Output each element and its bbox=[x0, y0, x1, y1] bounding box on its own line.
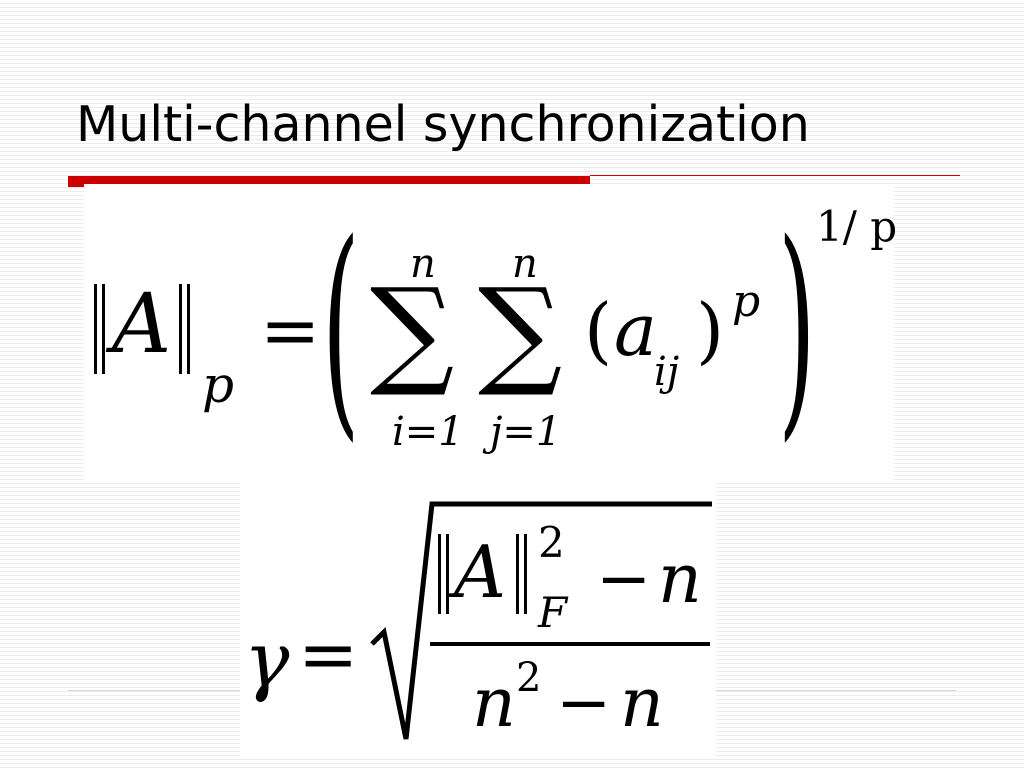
term-power: p bbox=[732, 276, 761, 327]
slide-title: Multi-channel synchronization bbox=[76, 96, 810, 153]
num-norm-symbol: A bbox=[454, 530, 506, 614]
sum-i-lower-limit: i=1 bbox=[392, 409, 464, 455]
big-paren-open: ( bbox=[322, 195, 360, 462]
sum-i-symbol: ∑ bbox=[370, 262, 455, 400]
num-norm-subscript: F bbox=[538, 588, 568, 637]
sum-i-upper-limit: n bbox=[410, 241, 436, 287]
num-norm-power: 2 bbox=[538, 518, 565, 567]
outer-power: 1/ p bbox=[816, 202, 898, 251]
norm-bar-right-2 bbox=[187, 284, 190, 374]
gamma-equals-sign: = bbox=[298, 612, 359, 696]
den-n: n bbox=[472, 664, 516, 743]
title-underline-thin bbox=[590, 175, 960, 176]
equals-sign: = bbox=[260, 288, 321, 372]
norm-bar-left-1 bbox=[94, 284, 97, 374]
sum-j-symbol: ∑ bbox=[478, 262, 563, 400]
num-norm-bar-right-2 bbox=[524, 534, 527, 614]
norm-bar-right-1 bbox=[179, 284, 182, 374]
title-underline-accent bbox=[68, 176, 590, 187]
term-base: a bbox=[614, 288, 657, 372]
term-subscript: ij bbox=[654, 349, 680, 395]
norm-subscript: p bbox=[202, 356, 235, 414]
norm-bar-left-2 bbox=[102, 284, 105, 374]
gamma-symbol: γ bbox=[244, 615, 290, 704]
den-n2: n bbox=[620, 664, 664, 743]
num-norm-bar-right-1 bbox=[516, 534, 519, 614]
num-norm-bar-left-1 bbox=[438, 534, 441, 614]
num-minus: − bbox=[596, 540, 652, 617]
big-paren-close: ) bbox=[778, 195, 816, 462]
sum-j-lower-limit: j=1 bbox=[490, 409, 562, 455]
equation-p-norm: A p = ( n ∑ i=1 n ∑ j=1 ( a ij ) p ) 1/ … bbox=[84, 184, 898, 480]
den-power: 2 bbox=[516, 655, 542, 701]
num-norm-bar-left-2 bbox=[446, 534, 449, 614]
sum-j-upper-limit: n bbox=[512, 241, 538, 287]
num-n: n bbox=[658, 540, 702, 619]
equation-gamma: γ = A 2 F − n n 2 − n bbox=[240, 482, 716, 758]
term-paren-open: ( bbox=[584, 288, 613, 372]
den-minus: − bbox=[556, 664, 612, 741]
fraction-line bbox=[430, 642, 710, 646]
radical-sign bbox=[370, 501, 712, 740]
term-paren-close: ) bbox=[696, 288, 725, 372]
norm-matrix-symbol: A bbox=[112, 277, 172, 372]
